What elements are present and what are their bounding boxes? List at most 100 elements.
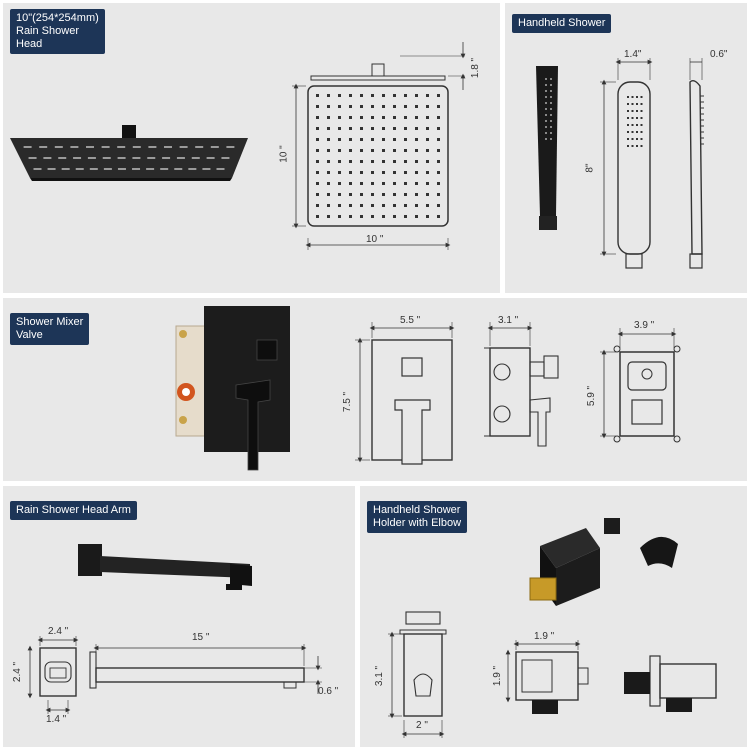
nozzle-dot — [338, 149, 341, 152]
nozzle-dot — [327, 160, 330, 163]
spray-hole — [640, 138, 643, 140]
nozzle-dot — [349, 171, 352, 174]
nozzle-dot — [393, 215, 396, 218]
nozzle-dot — [426, 182, 429, 185]
dim-handheld-length: 8" — [584, 163, 596, 173]
mixer-plate-drawing — [355, 322, 455, 465]
nozzle-dot — [349, 127, 352, 130]
spray-hole — [545, 126, 547, 128]
spray-hole — [631, 96, 634, 98]
nozzle-dot — [360, 116, 363, 119]
nozzle-dot — [316, 193, 319, 196]
nozzle-dot — [382, 138, 385, 141]
nozzle-slot — [39, 146, 48, 148]
spray-hole — [636, 145, 638, 147]
spray-hole — [550, 90, 552, 92]
spray-hole — [631, 110, 634, 112]
nozzle-dot — [393, 160, 396, 163]
nozzle-slot — [89, 168, 98, 170]
spray-hole — [627, 131, 629, 133]
spray-hole — [545, 132, 547, 134]
nozzle-dot — [415, 127, 418, 130]
spray-hole — [627, 117, 629, 119]
nozzle-dot — [393, 149, 396, 152]
dim-mixer-plate-height: 7.5 " — [342, 391, 354, 413]
nozzle-dot — [437, 94, 440, 97]
nozzle-dot — [404, 138, 407, 141]
nozzle-dot — [360, 182, 363, 185]
dim-holder-width: 1.9 " — [534, 631, 555, 642]
nozzle-dot — [426, 105, 429, 108]
nozzle-dot — [393, 204, 396, 207]
nozzle-dot — [360, 105, 363, 108]
nozzle-dot — [437, 149, 440, 152]
nozzle-dot — [349, 193, 352, 196]
nozzle-dot — [393, 138, 396, 141]
nozzle-dot — [316, 171, 319, 174]
arm-flange-drawing — [27, 636, 79, 714]
nozzle-dot — [382, 193, 385, 196]
dim-arm-tube-height: 0.6 " — [318, 686, 339, 697]
nozzle-dot — [437, 160, 440, 163]
nozzle-dot — [404, 182, 407, 185]
label-mixer-valve: Shower Mixer Valve — [10, 313, 90, 345]
dim-arm-flange-width: 2.4 " — [48, 626, 69, 637]
dim-mixer-body-width: 3.1 " — [498, 315, 519, 326]
spray-hole — [627, 138, 629, 140]
nozzle-dot — [316, 94, 319, 97]
nozzle-dot — [382, 171, 385, 174]
mixer-box-drawing — [600, 328, 681, 443]
dim-mixer-box-width: 3.9 " — [634, 320, 655, 331]
nozzle-dot — [371, 105, 374, 108]
nozzle-slot — [47, 168, 56, 170]
nozzle-slot — [176, 157, 185, 159]
label-shower-arm: Rain Shower Head Arm — [10, 501, 137, 520]
nozzle-dot — [371, 127, 374, 130]
nozzle-dot — [437, 138, 440, 141]
nozzle-dot — [393, 193, 396, 196]
nozzle-dot — [426, 193, 429, 196]
nozzle-slot — [202, 168, 211, 170]
nozzle-dot — [393, 116, 396, 119]
nozzle-slot — [86, 146, 94, 148]
handheld-front-view — [600, 58, 653, 269]
nozzle-slot — [117, 157, 126, 159]
dim-mixer-plate-width: 5.5 " — [400, 315, 421, 326]
mixer-valve-photo — [175, 306, 290, 471]
nozzle-dot — [360, 204, 363, 207]
nozzle-slot — [160, 168, 169, 170]
nozzle-slot — [162, 157, 171, 159]
nozzle-dot — [338, 138, 341, 141]
nozzle-dot — [316, 204, 319, 207]
spray-hole — [636, 138, 638, 140]
nozzle-dot — [327, 94, 330, 97]
nozzle-dot — [382, 204, 385, 207]
nozzle-slot — [206, 157, 215, 159]
dim-rain-head-width: 10 " — [366, 234, 384, 245]
label-rain-shower-head: 10"(254*254mm) Rain Shower Head — [10, 9, 105, 54]
spray-hole — [640, 96, 643, 98]
nozzle-dot — [327, 182, 330, 185]
nozzle-dot — [426, 149, 429, 152]
dim-arm-flange-height: 2.4 " — [12, 661, 24, 683]
nozzle-slot — [103, 168, 112, 170]
nozzle-dot — [316, 116, 319, 119]
spray-hole — [631, 131, 634, 133]
nozzle-dot — [404, 204, 407, 207]
nozzle-dot — [426, 127, 429, 130]
nozzle-dot — [338, 204, 341, 207]
nozzle-slot — [75, 168, 84, 170]
nozzle-slot — [117, 168, 126, 170]
nozzle-dot — [360, 160, 363, 163]
nozzle-slot — [61, 168, 70, 170]
nozzle-dot — [404, 215, 407, 218]
nozzle-slot — [148, 146, 157, 148]
nozzle-slot — [210, 146, 219, 148]
dim-holder-height: 3.1 " — [374, 665, 386, 687]
nozzle-dot — [338, 127, 341, 130]
nozzle-dot — [415, 160, 418, 163]
nozzle-dot — [371, 204, 374, 207]
spray-hole — [640, 124, 643, 126]
nozzle-dot — [327, 105, 330, 108]
